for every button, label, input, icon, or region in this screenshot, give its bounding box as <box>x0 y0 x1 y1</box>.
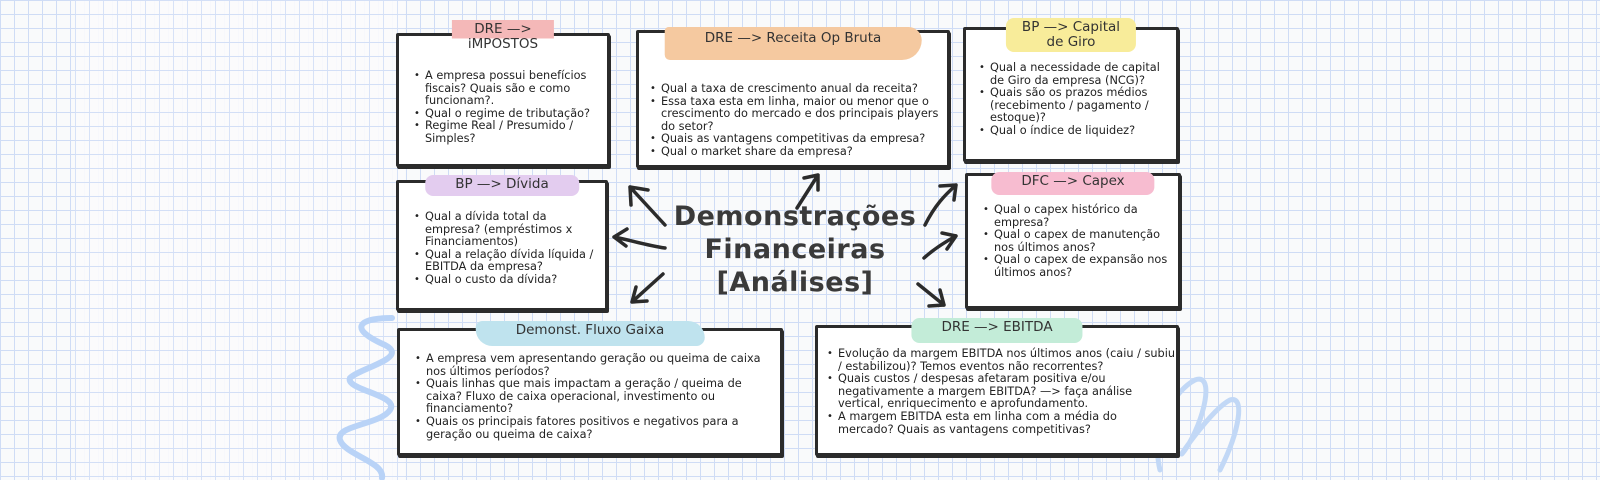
list-item: Evolução da margem EBITDA nos últimos an… <box>827 347 1176 373</box>
list-item: Qual a dívida total da empresa? (emprést… <box>414 210 605 249</box>
list-item: Qual a relação dívida líquida / EBITDA d… <box>414 248 605 274</box>
question-list: Evolução da margem EBITDA nos últimos an… <box>818 347 1176 436</box>
question-list: Qual a necessidade de capital de Giro da… <box>970 61 1176 138</box>
card-bp-divida: BP —> Dívida Qual a dívida total da empr… <box>396 175 608 311</box>
card-dre-ebitda: DRE —> EBITDA Evolução da margem EBITDA … <box>815 318 1179 456</box>
list-item: Qual o market share da empresa? <box>650 145 947 159</box>
arrow-to-capex <box>922 231 958 260</box>
list-item: Quais os principais fatores positivos e … <box>415 415 780 441</box>
list-item: Qual o capex de expansão nos últimos ano… <box>983 254 1178 279</box>
arrow-to-ebitda <box>916 282 946 308</box>
arrow-to-capital-giro <box>923 183 958 227</box>
card-title: DRE —> Receita Op Bruta <box>664 27 922 60</box>
list-item: Quais linhas que mais impactam a geração… <box>415 377 780 416</box>
list-item: Qual o custo da dívida? <box>414 273 605 287</box>
card-dfc-capex: DFC —> Capex Qual o capex histórico da e… <box>965 172 1181 309</box>
card-title: BP —> Dívida <box>425 175 579 196</box>
question-list: Qual a dívida total da empresa? (emprést… <box>405 210 605 287</box>
list-item: Qual o capex histórico da empresa? <box>983 203 1178 229</box>
list-item: Quais são os prazos médios (recebimento … <box>979 86 1176 125</box>
question-list: A empresa possui benefícios fiscais? Qua… <box>405 69 607 146</box>
list-item: Quais as vantagens competitivas da empre… <box>650 133 947 146</box>
card-title: Demonst. Fluxo Gaixa <box>475 321 705 346</box>
list-item: Essa taxa esta em linha, maior ou menor … <box>650 95 947 134</box>
question-list: A empresa vem apresentando geração ou qu… <box>406 352 780 441</box>
list-item: Qual a necessidade de capital de Giro da… <box>979 61 1176 87</box>
list-item: A margem EBITDA esta em linha com a médi… <box>827 410 1176 436</box>
card-dre-receita: DRE —> Receita Op Bruta Qual a taxa de c… <box>636 27 950 168</box>
card-title: DRE —> EBITDA <box>911 318 1083 343</box>
list-item: Qual o capex de manutenção nos últimos a… <box>983 228 1178 254</box>
list-item: Regime Real / Presumido / Simples? <box>414 120 607 145</box>
paper-strip <box>75 0 405 480</box>
diagram-title: Demonstrações Financeiras [Análises] <box>673 201 917 298</box>
list-item: A empresa possui benefícios fiscais? Qua… <box>414 69 607 108</box>
card-title: DFC —> Capex <box>991 172 1155 195</box>
card-fluxo-caixa: Demonst. Fluxo Gaixa A empresa vem apres… <box>397 321 783 456</box>
squiggle-doodle <box>336 315 395 480</box>
list-item: Qual o regime de tributação? <box>414 107 607 121</box>
card-title: DRE —> iMPOSTOS <box>451 20 555 54</box>
question-list: Qual a taxa de crescimento anual da rece… <box>641 82 947 159</box>
list-item: Qual a taxa de crescimento anual da rece… <box>650 82 947 96</box>
list-item: A empresa vem apresentando geração ou qu… <box>415 352 780 378</box>
card-bp-capital-giro: BP —> Capital de Giro Qual a necessidade… <box>963 18 1179 162</box>
arrow-to-receita <box>795 173 820 210</box>
list-item: Quais custos / despesas afetaram positiv… <box>827 372 1176 411</box>
arrow-to-impostos <box>628 185 667 227</box>
list-item: Qual o índice de liquidez? <box>979 124 1176 138</box>
question-list: Qual o capex histórico da empresa? Qual … <box>974 203 1178 280</box>
arrow-to-divida <box>612 227 667 250</box>
card-dre-impostos: DRE —> iMPOSTOS A empresa possui benefíc… <box>396 20 610 167</box>
arrow-to-fluxo <box>630 272 665 304</box>
card-title: BP —> Capital de Giro <box>1005 18 1137 52</box>
